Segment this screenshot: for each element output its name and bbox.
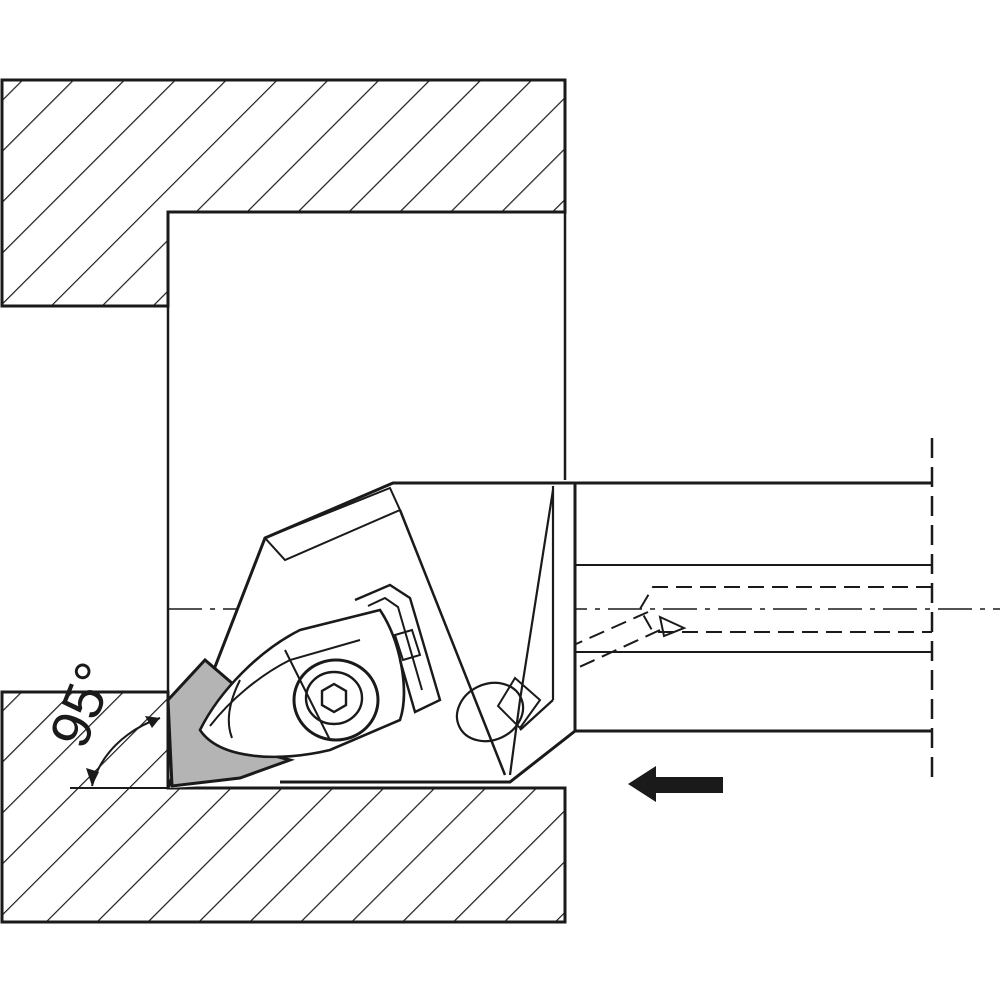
workpiece-upper-section xyxy=(0,78,567,308)
boring-bar-shank xyxy=(556,438,934,782)
coolant-channel xyxy=(537,586,932,687)
hex-socket-icon xyxy=(320,682,348,714)
clamp-screw xyxy=(292,658,380,742)
clamp-slot xyxy=(393,628,422,662)
feed-direction-arrow-icon xyxy=(628,766,723,802)
clamp-assembly xyxy=(198,583,442,759)
coolant-nozzle xyxy=(496,676,542,730)
